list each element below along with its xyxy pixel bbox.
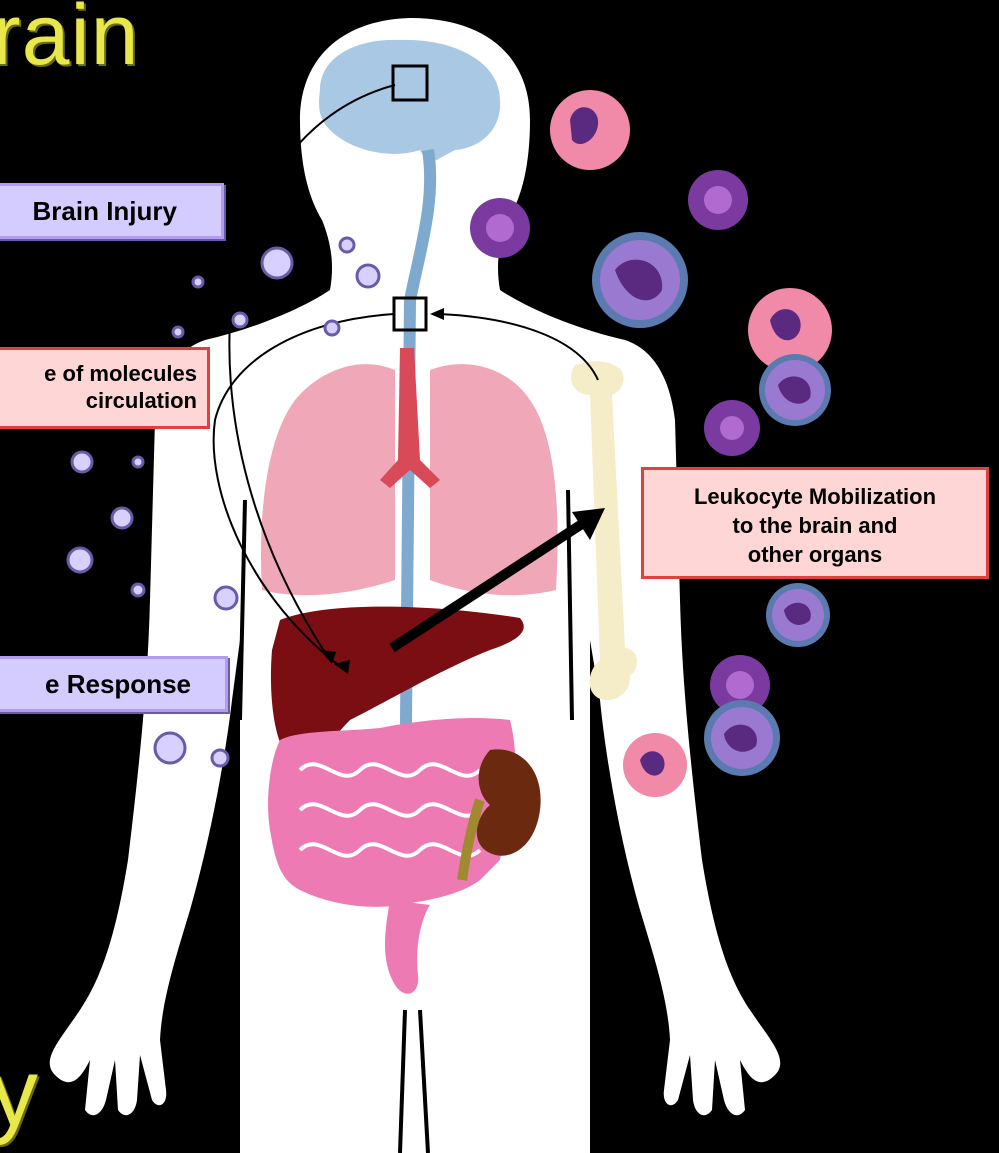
molecule-circle: [133, 457, 143, 467]
molecule-circle: [132, 584, 144, 596]
brain-injury-label: Brain Injury: [0, 183, 224, 239]
neutrophil-cell: [623, 733, 687, 797]
leukocyte-label-line1: Leukocyte Mobilization: [644, 482, 986, 511]
monocyte-cell: [766, 583, 830, 647]
molecule-circle: [212, 750, 228, 766]
eosinophil-cell: [470, 198, 530, 258]
monocyte-cell: [592, 232, 688, 328]
leukocyte-label-line3: other organs: [644, 540, 986, 569]
molecule-circle: [340, 238, 354, 252]
leukocyte-label-line2: to the brain and: [644, 511, 986, 540]
molecule-circle: [233, 313, 247, 327]
molecule-circle: [68, 548, 92, 572]
slide-subtitle-fragment: y: [0, 1038, 38, 1148]
slide-title-fragment: rain: [0, 0, 139, 85]
molecule-circle: [193, 277, 203, 287]
molecule-circle: [155, 733, 185, 763]
molecules-circulation-label: e of molecules circulation: [0, 347, 210, 429]
response-label: e Response: [0, 656, 228, 712]
molecules-label-line2: circulation: [0, 387, 197, 414]
molecule-circle: [262, 248, 292, 278]
molecule-circle: [215, 587, 237, 609]
eosinophil-cell: [704, 400, 760, 456]
monocyte-cell: [759, 354, 831, 426]
molecule-circle: [325, 321, 339, 335]
leukocyte-mobilization-label: Leukocyte Mobilization to the brain and …: [641, 467, 989, 579]
molecule-circle: [357, 265, 379, 287]
monocyte-cell: [704, 700, 780, 776]
molecules-label-line1: e of molecules: [0, 360, 197, 387]
molecule-circle: [72, 452, 92, 472]
molecule-circle: [173, 327, 183, 337]
eosinophil-cell: [688, 170, 748, 230]
molecule-circle: [112, 508, 132, 528]
neutrophil-cell: [550, 90, 630, 170]
